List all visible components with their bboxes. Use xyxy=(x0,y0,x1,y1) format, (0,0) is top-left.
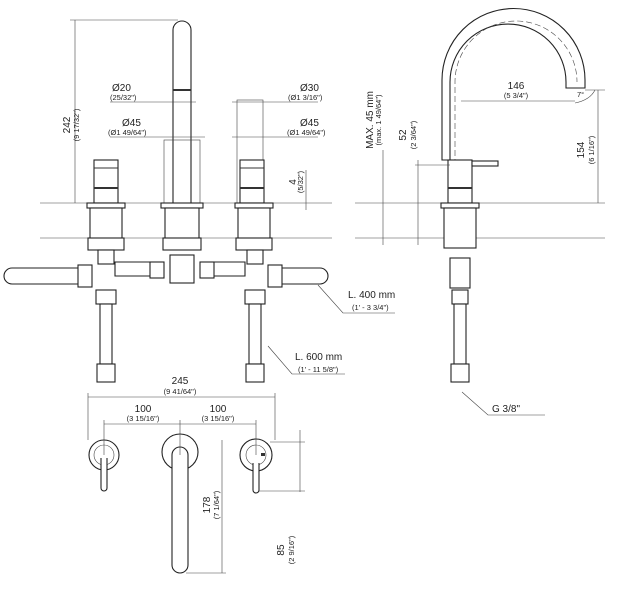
plan-view xyxy=(88,433,273,574)
max-deck-inch-label: (max. 1 49/64") xyxy=(374,94,383,146)
thread-label: G 3/8" xyxy=(492,404,520,415)
base-dia-left-label: Ø45 xyxy=(122,118,141,129)
spacing-left-label: 100 xyxy=(135,404,152,415)
spout-length-inch-label: (7 1/64") xyxy=(212,490,221,519)
spacing-left-inch-label: (3 15/16") xyxy=(127,414,160,423)
left-handle xyxy=(86,159,126,251)
base-dia-right-inch-label: (Ø1 49/64") xyxy=(287,128,326,137)
front-view xyxy=(3,20,329,383)
reach-label: 146 xyxy=(508,81,525,92)
hose-short-label: L. 400 mm xyxy=(348,290,395,301)
front-dimensions: 242 (9 17/32") Ø20 (25/32") Ø45 (Ø1 49/6… xyxy=(62,19,395,375)
max-deck-label: MAX. 45 mm xyxy=(365,91,376,149)
lever-length-label: 85 xyxy=(276,544,287,556)
spout xyxy=(160,20,204,251)
connecting-hoses xyxy=(3,254,329,288)
height-inch-label: (9 17/32") xyxy=(72,108,81,141)
overall-width-inch-label: (9 41/64") xyxy=(164,387,197,396)
rosette-inch-label: (5/32") xyxy=(296,170,305,193)
height-label: 242 xyxy=(62,116,73,133)
overall-width-label: 245 xyxy=(172,376,189,387)
outlet-height-label: 154 xyxy=(576,141,587,158)
lever-height-inch-label: (2 3/64") xyxy=(409,120,418,149)
spout-dia-label: Ø20 xyxy=(112,83,131,94)
base-dia-right-label: Ø45 xyxy=(300,118,319,129)
reach-inch-label: (5 3/4") xyxy=(504,91,529,100)
lever-height-label: 52 xyxy=(398,129,409,141)
handle-dia-inch-label: (Ø1 3/16") xyxy=(288,93,323,102)
spout-length-label: 178 xyxy=(202,496,213,513)
hose-long-inch-label: (1' - 11 5/8") xyxy=(298,365,339,374)
hose-short-inch-label: (1' - 3 3/4") xyxy=(352,303,389,312)
angle-label: 7° xyxy=(577,90,584,99)
base-dia-left-inch-label: (Ø1 49/64") xyxy=(108,128,147,137)
spacing-right-inch-label: (3 15/16") xyxy=(202,414,235,423)
outlet-height-inch-label: (6 1/16") xyxy=(587,135,596,164)
plan-dimensions: 245 (9 41/64") 100 (3 15/16") 100 (3 15/… xyxy=(87,376,305,574)
side-dimensions: MAX. 45 mm (max. 1 49/64") 52 (2 3/64") … xyxy=(365,81,605,416)
lever-length-inch-label: (2 9/16") xyxy=(287,535,296,564)
spout-dia-inch-label: (25/32") xyxy=(110,93,137,102)
rosette-label: 4 xyxy=(288,179,299,185)
hose-long-label: L. 600 mm xyxy=(295,352,342,363)
spacing-right-label: 100 xyxy=(210,404,227,415)
side-view xyxy=(440,7,586,383)
vertical-hoses xyxy=(95,249,266,383)
handle-dia-label: Ø30 xyxy=(300,83,319,94)
right-handle xyxy=(234,99,274,251)
